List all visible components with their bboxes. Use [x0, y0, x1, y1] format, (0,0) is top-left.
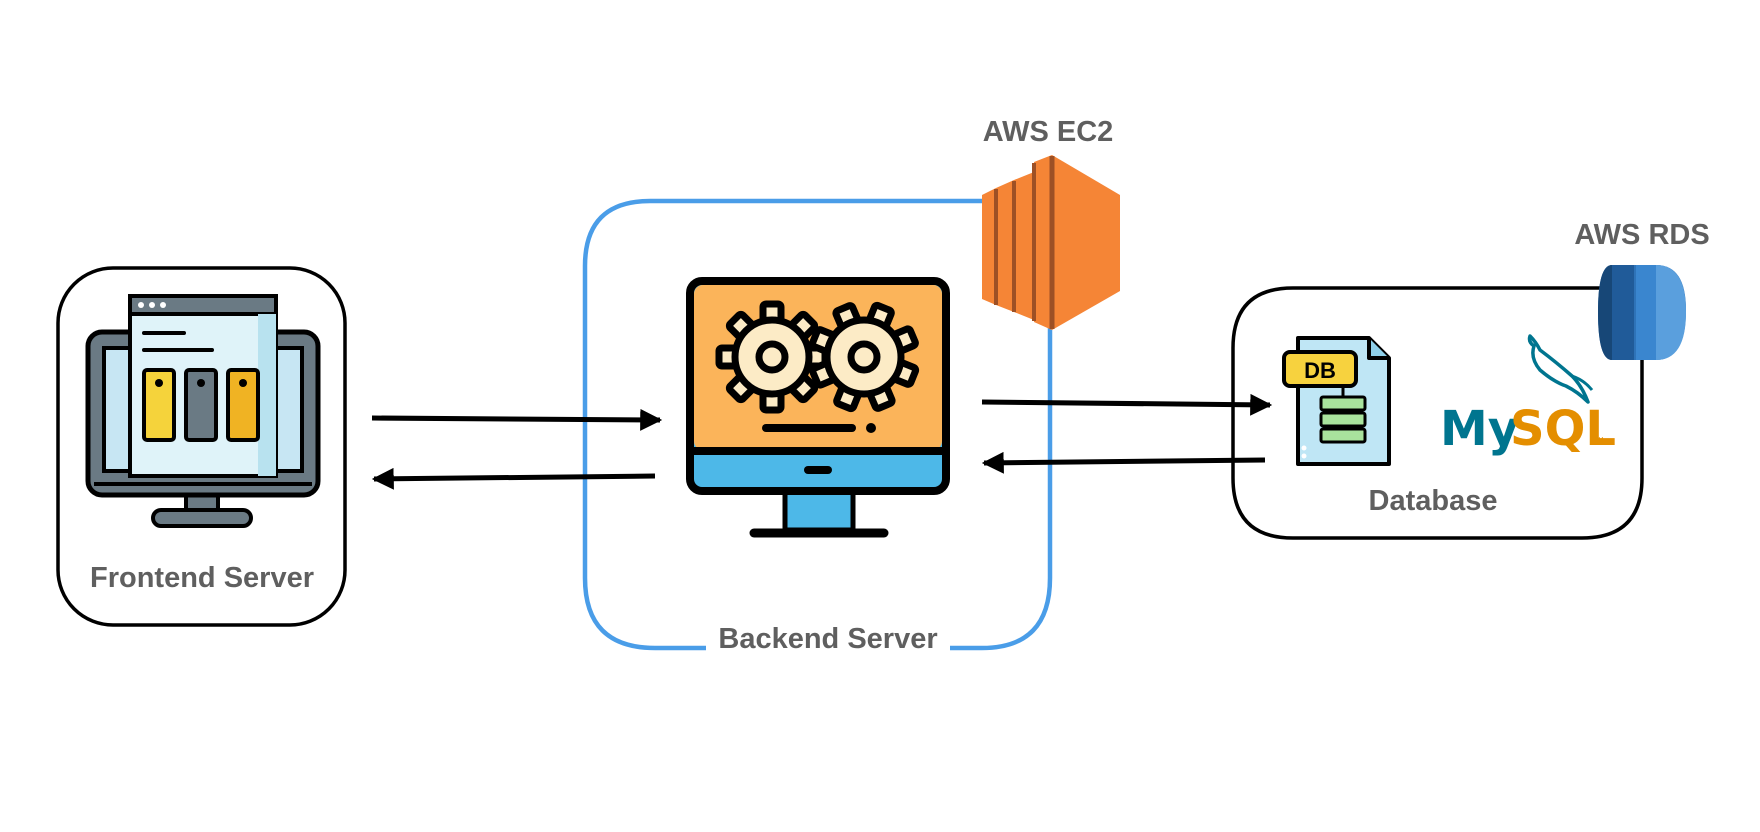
mysql-tm: ™: [1594, 436, 1604, 447]
database-label: Database: [1369, 485, 1498, 517]
arrow-backend-to-frontend: [371, 467, 656, 490]
mysql-text-my: My: [1440, 401, 1519, 457]
db-file-icon: DB: [1282, 336, 1391, 466]
frontend-server-label: Frontend Server: [90, 562, 314, 594]
backend-server-label: Backend Server: [718, 623, 937, 655]
gear-monitor-icon: [686, 277, 950, 538]
aws-rds-label: AWS RDS: [1574, 219, 1709, 251]
mysql-text-sql: SQL: [1510, 401, 1616, 457]
db-tag-text: DB: [1304, 358, 1336, 383]
arrow-database-to-backend: [981, 451, 1266, 474]
arrow-frontend-to-backend: [371, 408, 663, 431]
aws-ec2-label: AWS EC2: [983, 116, 1114, 148]
browser-monitor-icon: [85, 294, 321, 528]
backend-server-box: [582, 198, 1053, 651]
arrow-backend-to-database: [981, 393, 1273, 416]
database-box: [1231, 286, 1644, 540]
mysql-logo: My SQL ™: [1440, 334, 1616, 457]
aws-rds-icon: [1598, 265, 1686, 360]
aws-ec2-icon: [982, 155, 1120, 330]
